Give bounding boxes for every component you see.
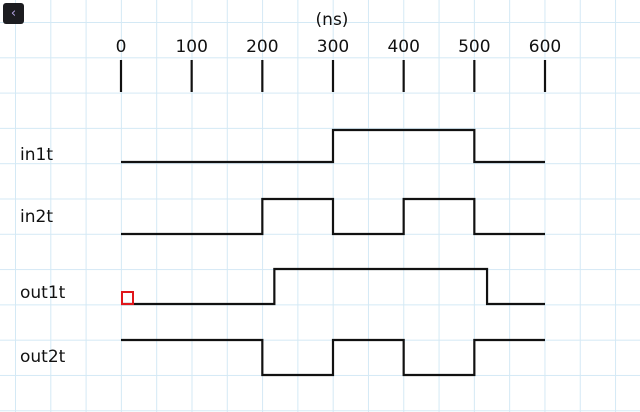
chevron-left-icon: ‹ — [10, 6, 17, 21]
signal-label-in1t: in1t — [20, 145, 53, 165]
tick-label: 500 — [458, 37, 490, 57]
waveform-out1t — [121, 267, 545, 306]
tick-label: 300 — [317, 37, 349, 57]
back-button[interactable]: ‹ — [3, 3, 24, 24]
signal-label-in2t: in2t — [20, 207, 53, 227]
tick-label: 400 — [387, 37, 419, 57]
waveform-out2t — [121, 338, 545, 377]
tick-label: 0 — [116, 37, 127, 57]
unit-label: (ns) — [316, 10, 349, 30]
signal-label-out2t: out2t — [20, 347, 66, 367]
tick-label: 200 — [246, 37, 278, 57]
tick-label: 600 — [529, 37, 561, 57]
tick-label: 100 — [175, 37, 207, 57]
waveform-in2t — [121, 197, 545, 236]
selection-marker[interactable] — [121, 291, 134, 305]
signal-label-out1t: out1t — [20, 283, 66, 303]
waveform-in1t — [121, 128, 545, 164]
